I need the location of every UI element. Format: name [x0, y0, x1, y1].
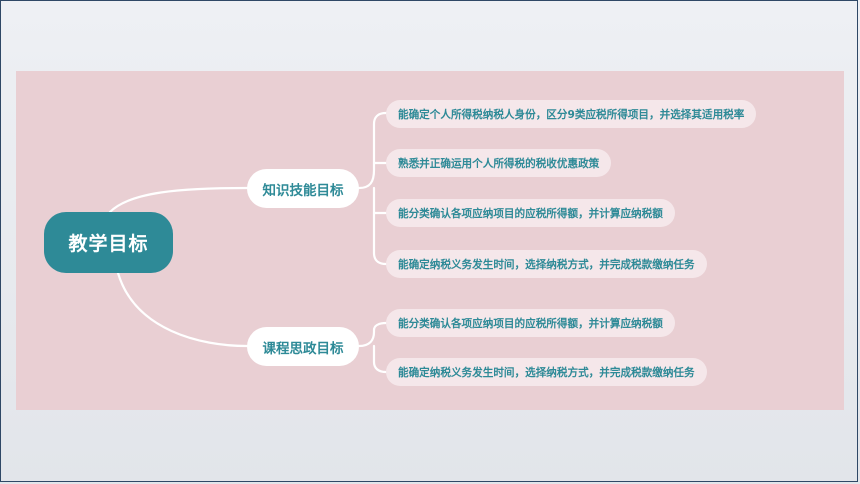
connector-root-branch-1	[108, 186, 249, 214]
connector-branch-1-leaves	[357, 111, 388, 266]
leaf-node-ideological-2: 能确定纳税义务发生时间，选择纳税方式，并完成税款缴纳任务	[386, 358, 707, 386]
connector-branch-2-leaves	[357, 321, 388, 374]
branch-node-ideological: 课程思政目标	[247, 327, 359, 366]
branch-node-knowledge-skills: 知识技能目标	[247, 169, 359, 208]
leaf-node-knowledge-2: 熟悉并正确运用个人所得税的税收优惠政策	[386, 149, 612, 177]
leaf-node-knowledge-3: 能分类确认各项应纳项目的应税所得额，并计算应纳税额	[386, 199, 675, 227]
leaf-node-knowledge-4: 能确定纳税义务发生时间，选择纳税方式，并完成税款缴纳任务	[386, 250, 707, 278]
connector-root-branch-2	[116, 271, 249, 348]
leaf-node-knowledge-1: 能确定个人所得税纳税人身份，区分9类应税所得项目，并选择其适用税率	[386, 100, 757, 128]
leaf-node-ideological-1: 能分类确认各项应纳项目的应税所得额，并计算应纳税额	[386, 309, 675, 337]
root-node: 教学目标	[44, 212, 173, 273]
